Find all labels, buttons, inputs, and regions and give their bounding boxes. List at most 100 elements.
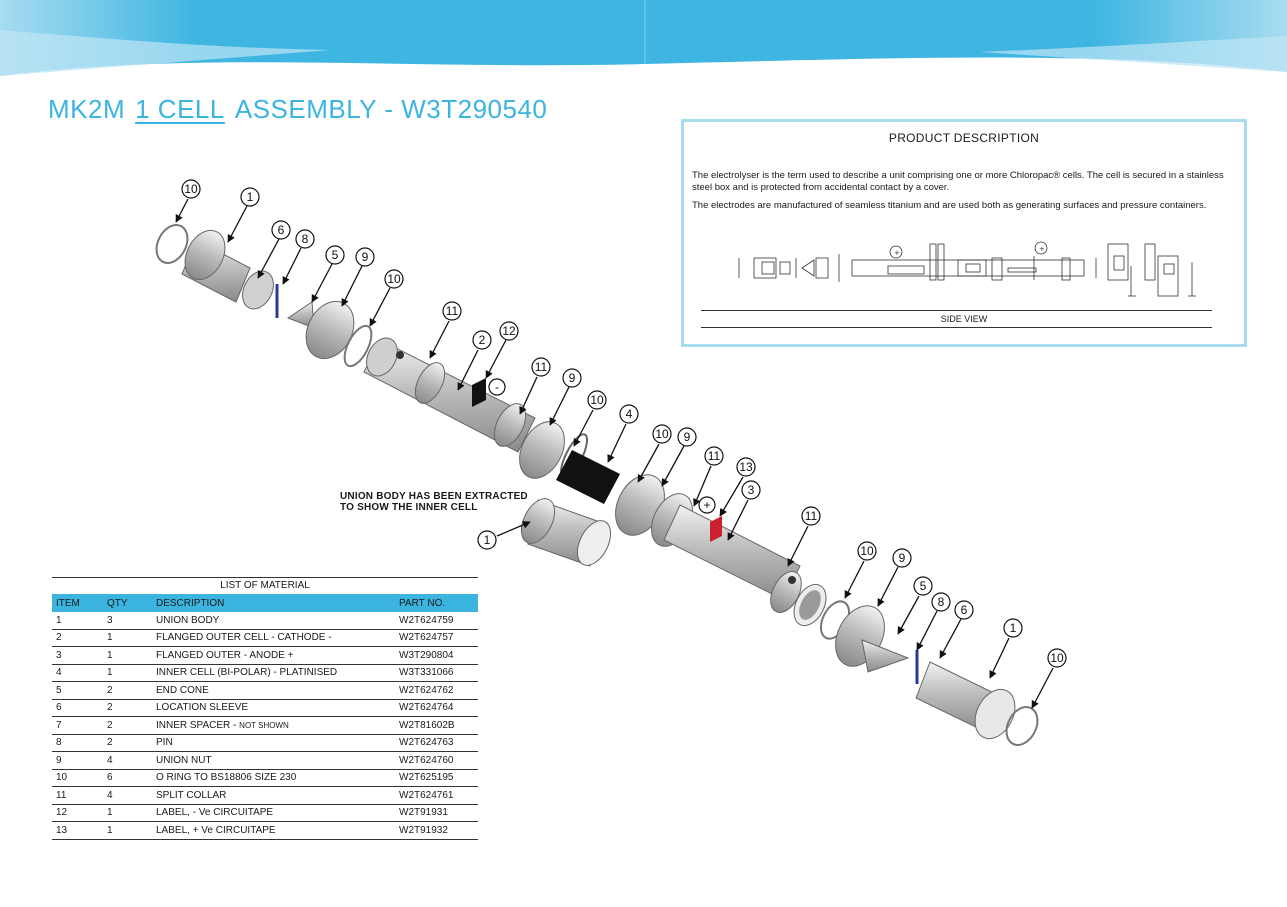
table-row: 5 2 END CONE W2T624762 xyxy=(52,681,478,700)
bom-cell-description-text: UNION NUT xyxy=(156,754,212,766)
callout-10: 10 xyxy=(590,393,604,407)
bom-cell-qty: 2 xyxy=(103,716,152,735)
callout-5: 5 xyxy=(332,248,339,262)
bom-cell-part-no: W3T290804 xyxy=(395,646,478,665)
bom-cell-item-text: 12 xyxy=(56,807,68,819)
negative-label xyxy=(472,378,486,407)
product-description-heading: PRODUCT DESCRIPTION xyxy=(888,131,1040,145)
bom-cell-description: UNION BODY xyxy=(152,612,395,630)
bom-cell-item: 5 xyxy=(52,681,103,700)
side-view-rule-top xyxy=(701,310,1212,311)
bom-cell-item-text: 6 xyxy=(56,702,62,714)
callout-11: 11 xyxy=(708,449,721,463)
bom-cell-part-no-text: W2T624757 xyxy=(399,632,454,644)
bom-cell-qty-text: 1 xyxy=(107,807,113,819)
minus-symbol: - xyxy=(495,380,499,394)
bom-cell-item-text: 1 xyxy=(56,614,62,626)
bom-cell-part-no: W2T624763 xyxy=(395,734,478,752)
bom-cell-part-no: W2T91931 xyxy=(395,804,478,822)
bom-cell-item: 13 xyxy=(52,821,103,840)
callout-9: 9 xyxy=(569,371,576,385)
bom-cell-item: 3 xyxy=(52,646,103,665)
bom-header-description: DESCRIPTION xyxy=(152,594,395,612)
bom-cell-qty: 1 xyxy=(103,646,152,665)
bom-cell-qty-text: 1 xyxy=(107,632,113,644)
union-body-extracted xyxy=(520,498,612,567)
callout-11: 11 xyxy=(535,360,548,374)
product-description-box: PRODUCT DESCRIPTION The electrolyser is … xyxy=(681,119,1247,347)
side-view-label: SIDE VIEW xyxy=(940,314,988,324)
bom-cell-part-no-text: W2T81602B xyxy=(399,719,455,731)
bom-cell-description: LOCATION SLEEVE xyxy=(152,699,395,717)
bom-cell-part-no-text: W2T91932 xyxy=(399,824,448,836)
bom-cell-description: FLANGED OUTER - ANODE + xyxy=(152,646,395,665)
bom-cell-description-text: LABEL, - Ve CIRCUITAPE xyxy=(156,807,274,819)
extraction-note-line-2: TO SHOW THE INNER CELL xyxy=(340,502,478,513)
bom-cell-item-text: 5 xyxy=(56,684,62,696)
bom-header-row: ITEM QTY DESCRIPTION PART NO. xyxy=(52,594,478,612)
bom-cell-part-no-text: W3T290804 xyxy=(399,649,454,661)
bom-cell-qty: 1 xyxy=(103,664,152,682)
bom-cell-qty-text: 4 xyxy=(107,789,113,801)
bom-cell-qty: 2 xyxy=(103,699,152,717)
title-underlined: 1 CELL xyxy=(135,94,225,124)
bom-cell-part-no-text: W2T91931 xyxy=(399,807,448,819)
bom-cell-qty-text: 2 xyxy=(107,702,113,714)
bom-cell-part-no-text: W2T624759 xyxy=(399,614,454,626)
bom-cell-description: SPLIT COLLAR xyxy=(152,786,395,805)
bom-cell-description-text: LOCATION SLEEVE xyxy=(156,702,249,714)
callout-10: 10 xyxy=(184,182,198,196)
bom-cell-item-text: 9 xyxy=(56,754,62,766)
bom-cell-qty-text: 2 xyxy=(107,684,113,696)
callout-9: 9 xyxy=(684,430,691,444)
bom-cell-qty-text: 1 xyxy=(107,649,113,661)
bom-cell-qty: 2 xyxy=(103,734,152,752)
bom-cell-description-text: O RING TO BS18806 SIZE 230 xyxy=(156,772,297,784)
bom-cell-part-no: W2T624762 xyxy=(395,681,478,700)
bom-cell-part-no: W2T624761 xyxy=(395,786,478,805)
bom-header-part-no: PART NO. xyxy=(395,594,478,612)
bom-cell-qty: 1 xyxy=(103,804,152,822)
bom-cell-qty-text: 1 xyxy=(107,824,113,836)
bom-cell-part-no: W2T624760 xyxy=(395,751,478,770)
bom-cell-qty: 6 xyxy=(103,769,152,787)
union-body-bottom-right xyxy=(819,600,1039,746)
table-row: 9 4 UNION NUT W2T624760 xyxy=(52,751,478,770)
bom-cell-item: 11 xyxy=(52,786,103,805)
bom-cell-part-no-text: W2T624762 xyxy=(399,684,454,696)
bom-cell-item-text: 8 xyxy=(56,737,62,749)
bom-cell-description: INNER SPACER - NOT SHOWN xyxy=(152,716,395,735)
bom-cell-description-note: NOT SHOWN xyxy=(239,720,289,730)
bom-cell-part-no: W2T624757 xyxy=(395,629,478,647)
svg-text:+: + xyxy=(894,249,900,257)
callout-4: 4 xyxy=(626,407,633,421)
bom-cell-qty-text: 4 xyxy=(107,754,113,766)
callout-10: 10 xyxy=(387,272,401,286)
bom-cell-description: O RING TO BS18806 SIZE 230 xyxy=(152,769,395,787)
outer-cell-anode-tube xyxy=(615,474,827,627)
bom-header-item: ITEM xyxy=(52,594,103,612)
bom-cell-part-no-text: W2T624761 xyxy=(399,789,454,801)
bom-cell-description: END CONE xyxy=(152,681,395,700)
callout-1: 1 xyxy=(1010,621,1017,635)
bom-cell-part-no-text: W2T624760 xyxy=(399,754,454,766)
bom-cell-item-text: 2 xyxy=(56,632,62,644)
bom-cell-item-text: 11 xyxy=(56,789,67,801)
extraction-note-line-1: UNION BODY HAS BEEN EXTRACTED xyxy=(340,491,528,502)
callout-13: 13 xyxy=(739,460,753,474)
bom-cell-qty: 1 xyxy=(103,629,152,647)
bom-cell-qty-text: 2 xyxy=(107,719,113,731)
bom-cell-description-text: FLANGED OUTER - ANODE + xyxy=(156,649,294,661)
callout-2: 2 xyxy=(479,333,486,347)
bom-cell-part-no: W2T624759 xyxy=(395,612,478,630)
bom-cell-qty-text: 6 xyxy=(107,772,113,784)
bom-cell-item-text: 10 xyxy=(56,772,68,784)
callout-11: 11 xyxy=(446,304,459,318)
title-suffix: ASSEMBLY - W3T290540 xyxy=(234,94,548,124)
side-view-rule-bottom xyxy=(701,327,1212,328)
